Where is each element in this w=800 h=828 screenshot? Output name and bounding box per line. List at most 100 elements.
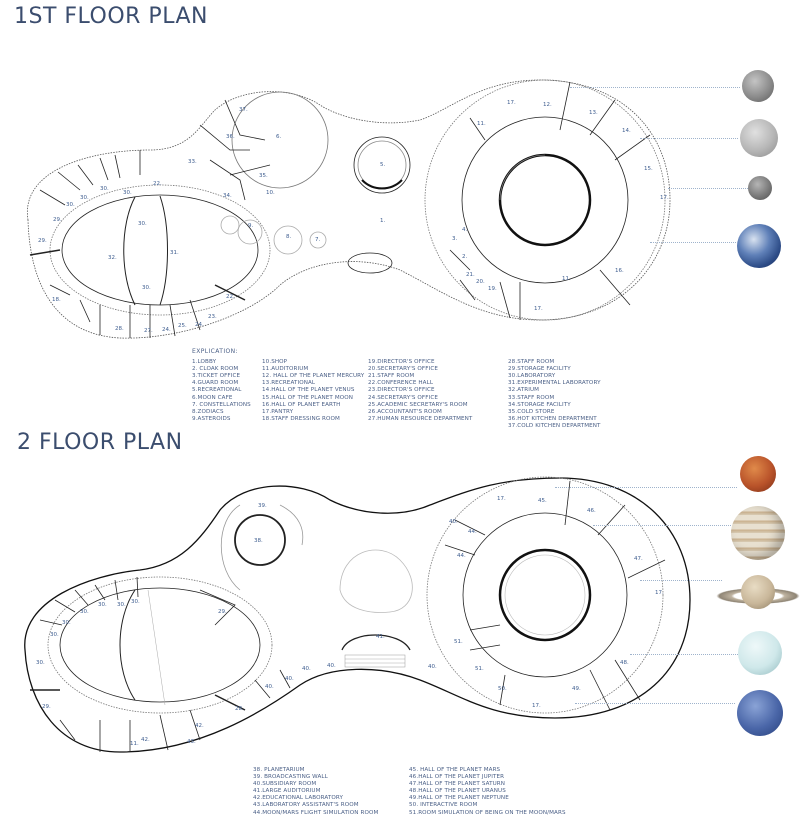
svg-text:24.: 24.: [195, 322, 204, 328]
svg-text:12.: 12.: [543, 102, 552, 108]
legend-column-2: 45. HALL OF THE PLANET MARS 46.HALL OF T…: [409, 767, 566, 817]
legend-item: 31.EXPERIMENTAL LABORATORY: [508, 380, 601, 387]
legend-item: 8.ZODIACS: [192, 408, 224, 415]
legend-column-3: 19.DIRECTOR'S OFFICE 20.SECRETARY'S OFFI…: [368, 359, 472, 423]
connector-line: [555, 487, 737, 488]
legend-item: 39. BROADCASTING WALL: [253, 774, 328, 781]
svg-text:6.: 6.: [276, 134, 281, 140]
legend-item: 14.HALL OF THE PLANET VENUS: [262, 387, 355, 394]
svg-text:29.: 29.: [218, 609, 227, 615]
legend-heading: EXPLICATION:: [192, 348, 238, 355]
svg-text:47.: 47.: [634, 556, 643, 562]
svg-text:13.: 13.: [589, 110, 598, 116]
legend-item: 6.MOON CAFE: [192, 394, 233, 401]
legend-item: 44.MOON/MARS FLIGHT SIMULATION ROOM: [253, 809, 379, 816]
svg-text:39.: 39.: [258, 503, 267, 509]
svg-text:40.: 40.: [285, 676, 294, 682]
connector-line: [640, 138, 738, 139]
legend-item: 48.HALL OF THE PLANET URANUS: [409, 788, 506, 795]
legend-item: 16.HALL OF PLANET EARTH: [262, 401, 341, 408]
svg-text:40.: 40.: [302, 666, 311, 672]
planet-venus-image: [740, 119, 778, 157]
svg-text:40.: 40.: [327, 663, 336, 669]
svg-text:22.: 22.: [153, 181, 162, 187]
planet-neptune-image: [737, 690, 783, 736]
svg-text:20.: 20.: [476, 279, 485, 285]
svg-text:34.: 34.: [223, 193, 232, 199]
svg-text:24.: 24.: [162, 327, 171, 333]
planet-jupiter-image: [731, 506, 785, 560]
svg-text:28.: 28.: [235, 706, 244, 712]
legend-item: 25.ACADEMIC SECRETARY'S ROOM: [368, 401, 468, 408]
svg-text:37.: 37.: [239, 107, 248, 113]
legend-item: 40.SUBSIDIARY ROOM: [253, 781, 317, 788]
legend-item: 22.CONFERENCE HALL: [368, 380, 434, 387]
svg-text:29.: 29.: [42, 704, 51, 710]
legend-item: 15.HALL OF THE PLANET MOON: [262, 394, 354, 401]
legend-column-1: 38. PLANETARIUM 39. BROADCASTING WALL 40…: [253, 767, 378, 817]
svg-text:23.: 23.: [208, 314, 217, 320]
svg-text:9.: 9.: [248, 223, 253, 229]
svg-text:7.: 7.: [315, 237, 320, 243]
floor2-title: 2 FLOOR PLAN: [17, 430, 183, 455]
legend-item: 11.AUDITORIUM: [262, 366, 309, 373]
svg-text:30.: 30.: [142, 285, 151, 291]
legend-item: 43.LABORATORY ASSISTANT'S ROOM: [253, 802, 359, 809]
legend-item: 49.HALL OF THE PLANET NEPTUNE: [409, 795, 509, 802]
connector-line: [570, 87, 740, 88]
svg-text:4.: 4.: [462, 227, 467, 233]
svg-text:38.: 38.: [254, 538, 263, 544]
svg-text:35.: 35.: [259, 173, 268, 179]
legend-item: 24.SECRETARY'S OFFICE: [368, 394, 438, 401]
legend-item: 46.HALL OF THE PLANET JUPITER: [409, 774, 505, 781]
svg-text:40.: 40.: [265, 684, 274, 690]
svg-text:42.: 42.: [141, 737, 150, 743]
svg-text:17.: 17.: [534, 306, 543, 312]
planet-moon-image: [748, 176, 772, 200]
svg-text:5.: 5.: [380, 162, 385, 168]
planet-mercury-image: [742, 70, 774, 102]
svg-text:44.: 44.: [468, 529, 477, 535]
legend-item: 27.HUMAN RESOURCE DEPARTMENT: [368, 415, 473, 422]
svg-text:8.: 8.: [286, 234, 291, 240]
svg-text:11.: 11.: [477, 121, 486, 127]
svg-text:33.: 33.: [188, 159, 197, 165]
svg-text:30.: 30.: [123, 190, 132, 196]
svg-text:30.: 30.: [98, 602, 107, 608]
legend-item: 3.TICKET OFFICE: [192, 373, 241, 380]
legend-item: 32.ATRIUM: [508, 387, 540, 394]
planet-saturn-image: [741, 575, 775, 609]
legend-item: 17.PANTRY: [262, 408, 294, 415]
legend-item: 20.SECRETARY'S OFFICE: [368, 366, 438, 373]
svg-text:42.: 42.: [195, 723, 204, 729]
svg-text:30.: 30.: [100, 186, 109, 192]
svg-text:41.: 41.: [376, 634, 385, 640]
legend-item: 36.HOT KITCHEN DEPARTMENT: [508, 415, 597, 422]
floor1-plan: 1. 2. 3. 4. 5. 6. 7. 8. 9. 10. 11. 11. 1…: [27, 79, 671, 339]
svg-text:2.: 2.: [462, 254, 467, 260]
svg-text:14.: 14.: [622, 128, 631, 134]
legend-item: 1.LOBBY: [192, 359, 217, 366]
planet-mars-image: [740, 456, 776, 492]
svg-text:43.: 43.: [187, 739, 196, 745]
legend-item: 21.STAFF ROOM: [368, 373, 415, 380]
svg-text:51.: 51.: [454, 639, 463, 645]
connector-line: [593, 525, 731, 526]
svg-text:30.: 30.: [62, 620, 71, 626]
svg-text:31.: 31.: [170, 250, 179, 256]
legend-item: 26.ACCOUNTANT'S ROOM: [368, 408, 442, 415]
svg-text:51.: 51.: [475, 666, 484, 672]
legend-item: 45. HALL OF THE PLANET MARS: [409, 767, 501, 773]
legend-item: 13.RECREATIONAL: [262, 380, 316, 387]
svg-text:30.: 30.: [131, 599, 140, 605]
svg-text:30.: 30.: [80, 195, 89, 201]
svg-text:30.: 30.: [117, 602, 126, 608]
legend-item: 2. CLOAK ROOM: [192, 366, 239, 373]
svg-text:11.: 11.: [130, 741, 139, 747]
legend-item: 19.DIRECTOR'S OFFICE: [368, 359, 435, 366]
legend-item: 5.RECREATIONAL: [192, 387, 242, 394]
legend-item: 38. PLANETARIUM: [253, 767, 305, 773]
connector-line: [640, 580, 722, 581]
legend-item: 34.STORAGE FACILITY: [508, 401, 571, 408]
svg-text:19.: 19.: [488, 286, 497, 292]
